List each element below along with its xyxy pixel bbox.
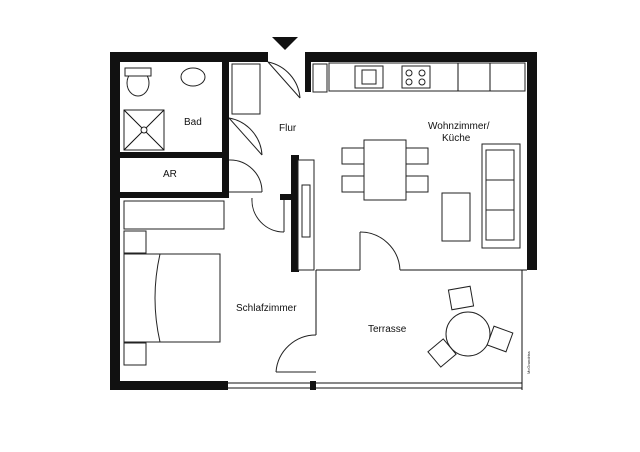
entrance-arrow-icon bbox=[272, 37, 298, 50]
room-label-wohnzimmer: Wohnzimmer/ bbox=[428, 121, 490, 132]
terrace-set bbox=[427, 285, 514, 368]
coffee-table bbox=[441, 192, 471, 242]
room-label-terrasse: Terrasse bbox=[368, 324, 407, 335]
room-label-flur: Flur bbox=[279, 123, 297, 134]
thin-lines bbox=[228, 159, 527, 390]
sink bbox=[180, 67, 206, 87]
appliance bbox=[312, 63, 328, 93]
double-bed bbox=[123, 230, 221, 366]
wardrobe bbox=[231, 63, 261, 115]
sofa bbox=[481, 143, 521, 249]
kitchen-counter bbox=[328, 62, 526, 92]
door-swings bbox=[228, 61, 401, 373]
dining-set bbox=[341, 139, 429, 201]
bedroom-wardrobe bbox=[123, 200, 225, 230]
outer-walls bbox=[110, 52, 537, 390]
room-label-ar: AR bbox=[163, 169, 177, 180]
bathroom-fixtures bbox=[123, 67, 206, 151]
interior-walls bbox=[120, 62, 311, 272]
credit-label: McGrundriss bbox=[526, 351, 531, 374]
room-label-schlafzimmer: Schlafzimmer bbox=[236, 303, 297, 314]
room-label-kueche: Küche bbox=[442, 133, 471, 144]
room-label-bad: Bad bbox=[184, 117, 202, 128]
